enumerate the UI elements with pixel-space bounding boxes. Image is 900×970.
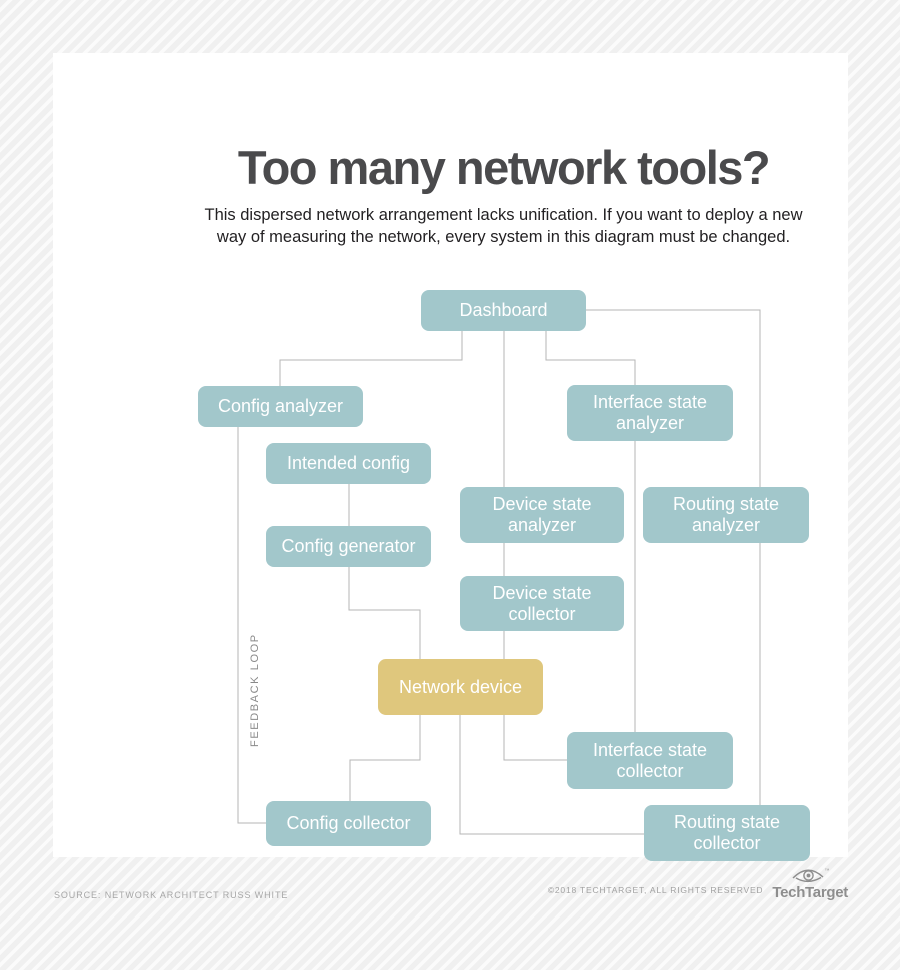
- trademark-glyph: ™: [825, 868, 830, 874]
- footer-copyright: ©2018 TECHTARGET, ALL RIGHTS RESERVED: [547, 885, 764, 895]
- connector-dashboard-interface-chain: [545, 331, 636, 738]
- footer-source-credit: SOURCE: NETWORK ARCHITECT RUSS WHITE: [54, 890, 289, 900]
- connector-dashboard-config-analyzer: [279, 331, 463, 391]
- node-intended-config: Intended config: [266, 443, 431, 484]
- node-device-state-analyzer: Device state analyzer: [460, 487, 624, 543]
- node-device-state-collector: Device state collector: [460, 576, 624, 631]
- content-card: Too many network tools? This dispersed n…: [53, 53, 848, 861]
- node-interface-state-analyzer: Interface state analyzer: [567, 385, 733, 441]
- node-routing-state-analyzer: Routing state analyzer: [643, 487, 809, 543]
- connector-network-device-config-collector: [349, 715, 421, 805]
- connector-dashboard-routing-chain: [586, 309, 761, 810]
- page-title: Too many network tools?: [237, 141, 771, 194]
- page-subtitle: This dispersed network arrangement lacks…: [204, 206, 803, 246]
- node-dashboard: Dashboard: [421, 290, 586, 331]
- node-interface-state-collector: Interface state collector: [567, 732, 733, 789]
- node-config-collector: Config collector: [266, 801, 431, 846]
- infographic-page: Too many network tools? This dispersed n…: [53, 53, 849, 900]
- feedback-loop-label: FEEDBACK LOOP: [249, 633, 261, 747]
- connector-feedback-loop: [237, 426, 268, 824]
- node-routing-state-collector: Routing state collector: [644, 805, 810, 861]
- techtarget-wordmark: TechTarget: [772, 884, 848, 901]
- techtarget-eye-icon: ™: [792, 868, 830, 883]
- node-config-analyzer: Config analyzer: [198, 386, 363, 427]
- connector-network-device-interface-collector: [503, 715, 569, 761]
- connector-config-generator-network-device: [348, 567, 421, 663]
- connector-network-device-routing-collector: [459, 715, 646, 835]
- techtarget-logo: ™ TechTarget: [772, 866, 848, 900]
- node-network-device: Network device: [378, 659, 543, 715]
- footer-right: ©2018 TECHTARGET, ALL RIGHTS RESERVED ™ …: [548, 866, 848, 900]
- node-config-generator: Config generator: [266, 526, 431, 567]
